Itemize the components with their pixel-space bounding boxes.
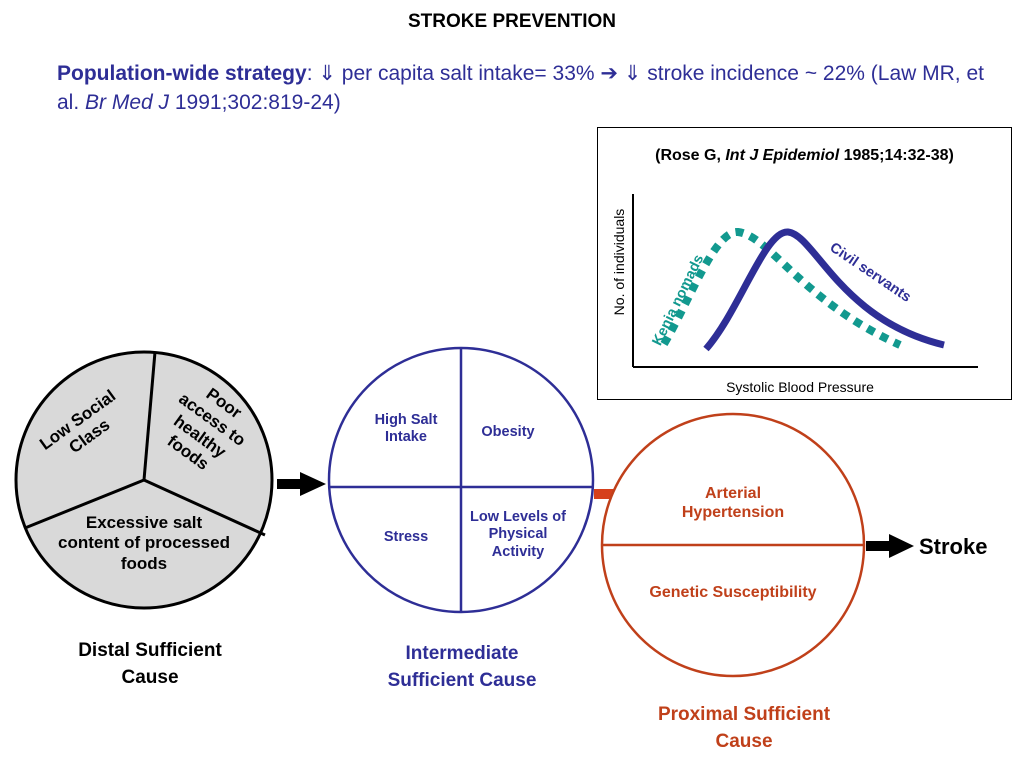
strategy-text-1: ⇓ per capita salt intake= 33% ➔ ⇓ stroke…	[57, 62, 984, 114]
strategy-text-2: 1991;302:819-24)	[169, 91, 341, 114]
inset-x-axis-label: Systolic Blood Pressure	[726, 379, 874, 395]
proximal-genetic-susceptibility: Genetic Susceptibility	[649, 584, 817, 601]
distal-divider-right	[143, 478, 266, 537]
kenia-nomads-label: Kenia nomads	[649, 252, 707, 348]
quadrant-physical-activity: Low Levels of Physical Activity	[470, 509, 566, 560]
intermediate-caption: Intermediate Sufficient Cause	[387, 643, 537, 691]
inset-citation-suffix: 1985;14:32-38)	[839, 147, 954, 164]
kenia-nomads-curve	[660, 228, 902, 349]
distal-divider-left	[24, 478, 145, 530]
strategy-statement: Population-wide strategy: ⇓ per capita s…	[57, 59, 1007, 117]
inset-figure-frame	[597, 127, 1012, 400]
strategy-journal: Br Med J	[85, 91, 170, 114]
inset-citation-prefix: (Rose G,	[655, 147, 726, 164]
distal-segment-excessive-salt: Excessive salt content of processed food…	[58, 513, 230, 573]
distal-caption: Distal Sufficient Cause	[78, 640, 222, 688]
page-title: STROKE PREVENTION	[408, 11, 616, 32]
quadrant-high-salt-intake: High Salt Intake	[374, 412, 438, 446]
strategy-lead: Population-wide strategy	[57, 62, 307, 85]
stroke-outcome-label: Stroke	[919, 534, 988, 559]
inset-citation-journal: Int J Epidemiol	[725, 147, 840, 164]
arrow-1-head	[300, 472, 326, 496]
quadrant-obesity: Obesity	[481, 424, 535, 440]
distal-divider-top	[142, 351, 157, 481]
inset-y-axis-label: No. of individuals	[611, 209, 627, 316]
proximal-arterial-hypertension: Arterial Hypertension	[681, 485, 785, 522]
inset-citation: (Rose G, Int J Epidemiol 1985;14:32-38)	[597, 147, 1012, 165]
arrow-3-shaft	[866, 541, 892, 551]
arrow-3-head	[889, 534, 914, 558]
proximal-caption: Proximal Sufficient Cause	[657, 704, 831, 752]
quadrant-stress: Stress	[383, 529, 429, 545]
arrow-1-shaft	[277, 479, 303, 489]
strategy-colon: :	[306, 62, 319, 85]
civil-servants-curve	[703, 228, 945, 352]
civil-servants-label: Civil servants	[827, 240, 914, 306]
